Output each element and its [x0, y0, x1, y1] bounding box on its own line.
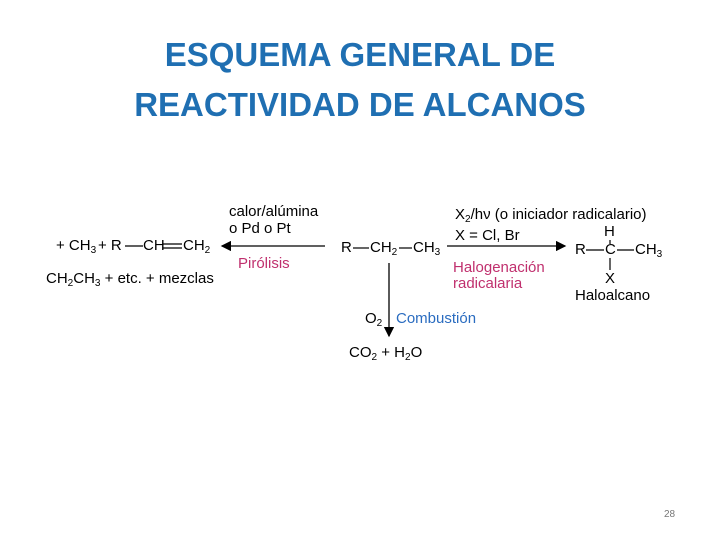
halogenation-label-1: Halogenación [453, 259, 545, 276]
pyrolysis-product-1-ch: CH [143, 237, 165, 254]
pyrolysis-condition-1: calor/alúmina [229, 203, 319, 220]
haloalkane-h: H [604, 223, 615, 240]
combustion-label: Combustión [396, 310, 477, 327]
combustion-products: CO2 + H2O [349, 344, 423, 363]
pyrolysis-product-1-ch2: CH2 [183, 237, 211, 256]
page-number: 28 [664, 509, 676, 520]
title-line-2: REACTIVIDAD DE ALCANOS [134, 86, 586, 123]
pyrolysis-condition-2: o Pd o Pt [229, 220, 291, 237]
pyrolysis-label: Pirólisis [238, 255, 290, 272]
halogenation-label-2: radicalaria [453, 275, 523, 292]
slide-title: ESQUEMA GENERAL DE REACTIVIDAD DE ALCANO… [0, 30, 720, 130]
alkane-ch3: CH3 [413, 239, 441, 258]
haloalkane-name: Haloalcano [575, 287, 651, 304]
haloalkane-r: R [575, 241, 586, 258]
halogenation-reagent: X2/hν (o iniciador radicalario) [455, 206, 647, 225]
alkane-ch2: CH2 [370, 239, 398, 258]
title-line-1: ESQUEMA GENERAL DE [164, 36, 556, 73]
alkane-r: R [341, 239, 352, 256]
combustion-reagent: O2 [365, 310, 383, 329]
halogen-definition: X = Cl, Br [455, 227, 520, 244]
haloalkane-x: X [605, 270, 616, 287]
pyrolysis-product-1-methyl: + CH3 [56, 237, 97, 256]
haloalkane-ch3: CH3 [635, 241, 663, 260]
pyrolysis-product-2: CH2CH3 + etc. + mezclas [46, 270, 214, 289]
pyrolysis-product-1-r: + R [98, 237, 122, 254]
haloalkane-c: C [605, 241, 616, 258]
